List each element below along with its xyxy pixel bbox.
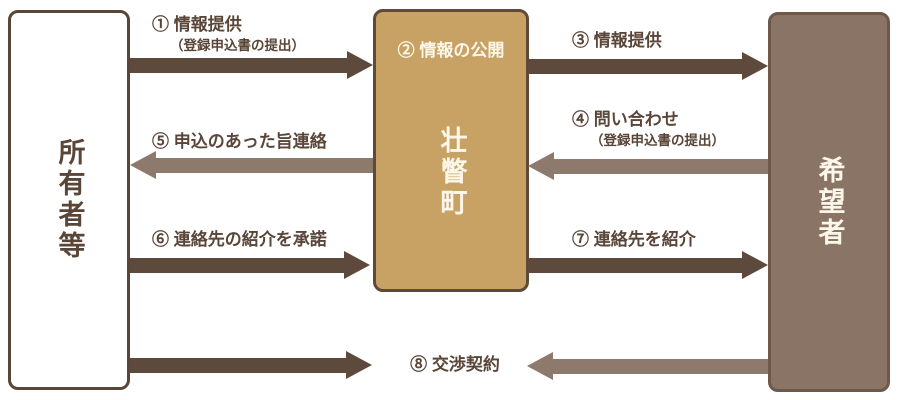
label-arrow-3: ③ 情報提供 <box>572 31 662 51</box>
box-owner: 所有者等 <box>8 10 130 390</box>
box-town-header: ② 情報の公開 <box>397 41 505 60</box>
label-arrow-1-main: ① 情報提供 <box>152 15 242 34</box>
label-arrow-8-main: ⑧ 交渉契約 <box>410 355 500 374</box>
arrow-head-right-icon <box>347 51 373 79</box>
arrow-shaft <box>528 58 742 74</box>
arrow-shaft <box>130 257 344 273</box>
arrow-3-info-provide <box>528 52 768 80</box>
label-arrow-8: ⑧ 交渉契約 <box>382 355 528 375</box>
label-arrow-7: ⑦ 連絡先を紹介 <box>572 230 696 250</box>
arrow-head-left-icon <box>528 152 554 180</box>
label-arrow-7-main: ⑦ 連絡先を紹介 <box>572 230 696 249</box>
box-town: ② 情報の公開 壮瞥町 <box>373 9 529 292</box>
arrow-5-application-notice <box>130 151 373 179</box>
arrow-head-left-icon <box>527 352 553 380</box>
arrow-6-consent-referral <box>130 251 370 279</box>
label-arrow-3-main: ③ 情報提供 <box>572 31 662 50</box>
label-arrow-4-main: ④ 問い合わせ <box>572 110 679 129</box>
arrow-shaft <box>553 358 768 374</box>
arrow-head-right-icon <box>344 251 370 279</box>
label-arrow-5: ⑤ 申込のあった旨連絡 <box>152 132 327 152</box>
arrow-head-right-icon <box>742 251 768 279</box>
arrow-shaft <box>528 257 742 273</box>
box-applicant-label: 希望者 <box>814 155 845 249</box>
label-arrow-4: ④ 問い合わせ （登録申込書の提出） <box>572 110 725 150</box>
box-applicant: 希望者 <box>768 12 890 392</box>
label-arrow-5-main: ⑤ 申込のあった旨連絡 <box>152 132 327 151</box>
label-arrow-1: ① 情報提供 （登録申込書の提出） <box>152 15 305 55</box>
arrow-4-inquiry <box>528 152 768 180</box>
arrow-head-right-icon <box>346 351 372 379</box>
label-arrow-1-sub: （登録申込書の提出） <box>170 38 305 54</box>
box-town-label: 壮瞥町 <box>436 126 467 219</box>
arrow-head-left-icon <box>130 151 156 179</box>
box-town-label-wrap: 壮瞥町 <box>376 126 526 219</box>
arrow-7-referral <box>528 251 768 279</box>
arrow-shaft <box>130 357 346 373</box>
arrow-8-negotiation-right <box>527 352 768 380</box>
arrow-8-negotiation-left <box>130 351 372 379</box>
label-arrow-6-main: ⑥ 連絡先の紹介を承諾 <box>152 230 327 249</box>
box-owner-label: 所有者等 <box>54 138 85 262</box>
label-arrow-6: ⑥ 連絡先の紹介を承諾 <box>152 230 327 250</box>
arrow-head-right-icon <box>742 52 768 80</box>
arrow-shaft <box>554 158 768 174</box>
arrow-shaft <box>156 157 373 173</box>
label-arrow-4-sub: （登録申込書の提出） <box>590 133 725 149</box>
arrow-1-info-provide <box>130 51 373 79</box>
arrow-shaft <box>130 57 347 73</box>
